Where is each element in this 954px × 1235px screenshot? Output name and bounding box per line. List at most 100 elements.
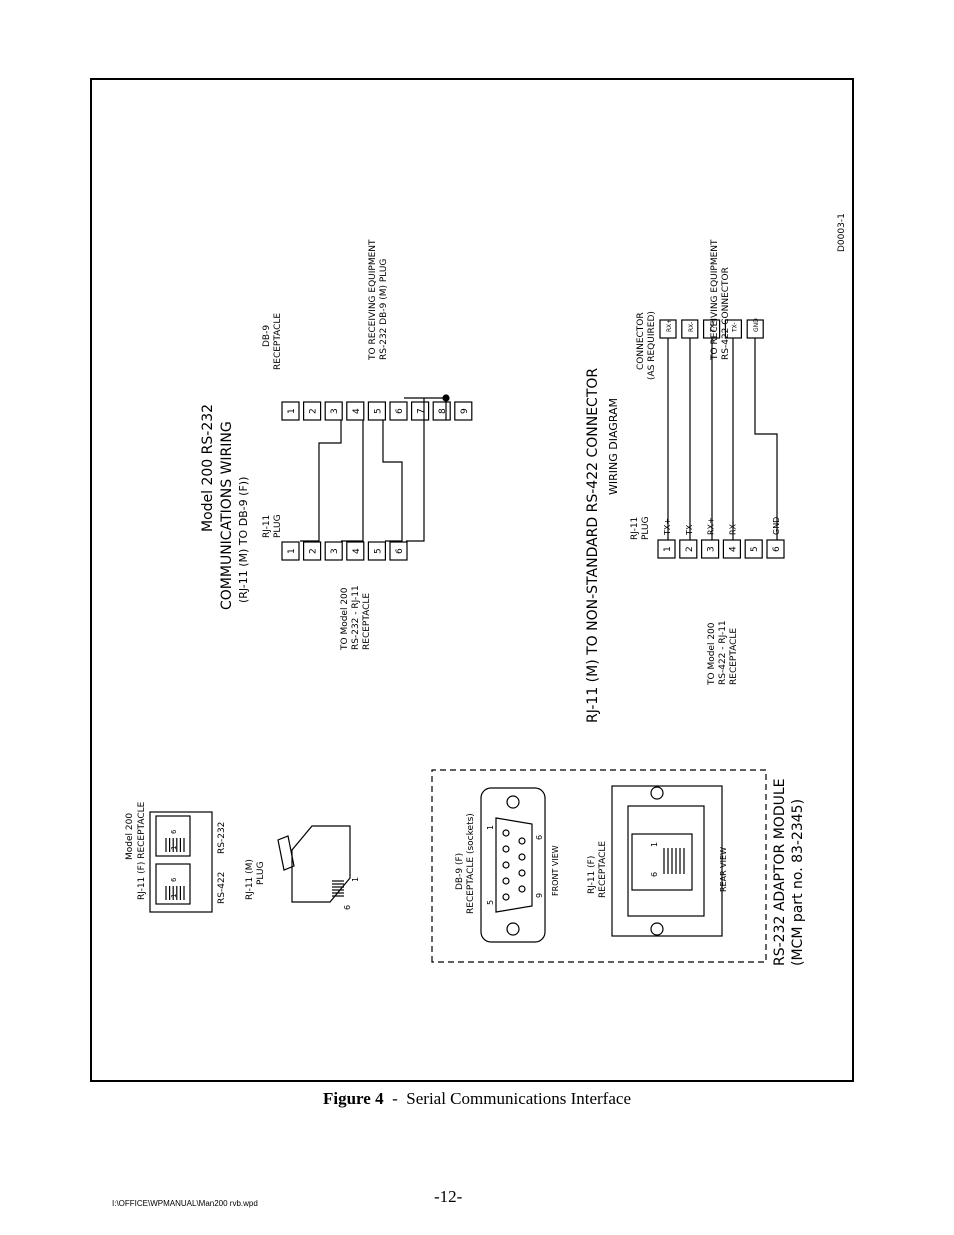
- rs232-rj-pin-5-box: [367, 541, 386, 561]
- db9-shell: [480, 787, 546, 943]
- rs422-rj-pin-2-label: 2: [685, 546, 695, 552]
- rj-module-face: [627, 805, 705, 917]
- rs422-to-equip-2: RS-422 CONNECTOR: [721, 267, 731, 360]
- rs422-wire-gnd: [754, 338, 778, 540]
- rs422-rj-pin-4-label: 4: [728, 546, 738, 552]
- model200-jack-contacts: [165, 838, 185, 900]
- rs232-rj-pin-4-box: [346, 541, 365, 561]
- db9-label-2: RECEPTACLE (sockets): [466, 813, 476, 914]
- rs232-wire-3-3: [341, 420, 364, 542]
- model200-jack-rs422: [155, 863, 191, 905]
- rs422-rj-pin-5-box: [744, 539, 763, 559]
- rj-screw-left: [650, 922, 664, 936]
- db9-front-view: FRONT VIEW: [551, 845, 560, 896]
- db9-pin-5: 5: [486, 900, 495, 905]
- rj-module-shell: [611, 785, 723, 937]
- rs232-title-2: COMMUNICATIONS WIRING: [219, 421, 235, 610]
- model200-jack-rs232-label: RS-232: [217, 822, 227, 854]
- db9-screw-right: [506, 795, 520, 809]
- rs422-rj-pin-5-label: 5: [750, 546, 760, 552]
- rs422-to-equip: TO RECEIVING EQUIPMENT: [710, 239, 720, 361]
- rs232-db-pin-7-box: [411, 401, 430, 421]
- rs232-db-pin-4-label: 4: [352, 408, 362, 414]
- rs422-conn-pin-1-label: RX+: [666, 319, 673, 332]
- rs232-wire-6-8: [406, 398, 425, 542]
- adaptor-title: RS-232 ADAPTOR MODULE: [772, 779, 788, 967]
- rs422-conn-pin-5-label: GND: [753, 318, 760, 332]
- model200-pin-6-left: 6: [170, 877, 178, 882]
- rs232-plug-label-2: PLUG: [273, 514, 283, 538]
- db9-pin-6: 6: [535, 835, 544, 840]
- db9-socket-top: [502, 861, 510, 869]
- rs422-conn-pin-3-label: TX+: [710, 319, 717, 333]
- rs422-title-2: WIRING DIAGRAM: [607, 398, 620, 495]
- figure-caption: Figure 4 - Serial Communications Interfa…: [0, 1089, 954, 1109]
- model200-pin-1-right: 1: [170, 846, 178, 850]
- rs422-to-model-2: RS-422 - RJ-11: [718, 620, 728, 685]
- rs232-junction-dot: [442, 394, 450, 402]
- rs232-title: Model 200 RS-232: [200, 404, 216, 532]
- rs232-db9-label: DB-9: [262, 325, 272, 347]
- rs422-conn-label: CONNECTOR: [636, 312, 646, 370]
- rs232-to-model-3: RECEPTACLE: [362, 593, 372, 650]
- figure-frame: D0003-1 Model 200 RS-232 COMMUNICATIONS …: [90, 78, 854, 1082]
- rs232-wire-2-2: [300, 420, 342, 542]
- rs232-rj-pin-3-box: [324, 541, 343, 561]
- db9-pin-1: 1: [486, 825, 495, 830]
- rs232-db-pin-2-label: 2: [309, 408, 319, 414]
- rj-jack: [631, 833, 693, 891]
- rs422-rj-pin-4-box: [722, 539, 742, 559]
- rs422-rj-pin-3-label: 3: [707, 546, 717, 552]
- rs422-to-model: TO Model 200: [707, 622, 717, 686]
- rs232-rj-pin-1-box: [281, 541, 300, 561]
- db9-socket-bottom: [518, 837, 526, 845]
- model200-pin-6-right: 6: [170, 829, 178, 834]
- db9-pin-9: 9: [535, 893, 544, 898]
- db9-socket-top: [502, 845, 510, 853]
- rs232-rj-pin-5-label: 5: [373, 548, 383, 554]
- rs232-rj-pin-2-label: 2: [309, 548, 319, 554]
- rj-pin-6: 6: [650, 872, 659, 877]
- rj-rear-view: REAR VIEW: [719, 847, 728, 892]
- model200-jack-rs232: [155, 815, 191, 857]
- db9-label: DB-9 (F): [455, 853, 465, 890]
- rs232-rj-pin-1-label: 1: [287, 548, 297, 554]
- rs232-db-pin-6-label: 6: [395, 408, 405, 414]
- rs422-conn-pin-4-label: TX-: [731, 322, 738, 333]
- db9-sockets: [502, 829, 526, 901]
- rs422-conn-label-2: (AS REQUIRED): [647, 311, 657, 380]
- caption-text: Serial Communications Interface: [406, 1089, 631, 1108]
- plug-tab: [277, 835, 295, 871]
- db9-socket-top: [502, 893, 510, 901]
- adaptor-title-2: (MCM part no. 83-2345): [790, 799, 806, 966]
- rs422-rj-pin-6-box: [766, 539, 785, 559]
- plug-contacts: [332, 880, 344, 897]
- rs232-to-equip-2: RS-232 DB-9 (M) PLUG: [379, 259, 389, 360]
- rs232-to-model-2: RS-232 - RJ-11: [351, 585, 361, 650]
- db9-socket-top: [502, 877, 510, 885]
- db9-screw-left: [506, 922, 520, 936]
- rs232-to-model: TO Model 200: [340, 587, 350, 651]
- plug-body: [291, 825, 351, 903]
- rj-label-2: RECEPTACLE: [598, 841, 608, 898]
- plug-pin-6: 6: [343, 905, 352, 910]
- rs232-db-pin-8-label: 8: [438, 408, 448, 414]
- rs422-rj-pin-1-label: 1: [663, 546, 673, 552]
- rj-screw-right: [650, 786, 664, 800]
- rs232-db-pin-1-label: 1: [287, 408, 297, 414]
- rj-pin-1: 1: [650, 842, 659, 847]
- rs422-plug-label-2: PLUG: [641, 516, 651, 540]
- model200-label-2: RJ-11 (F) RECEPTACLE: [137, 801, 147, 900]
- model200-label: Model 200: [125, 813, 135, 860]
- rs232-db-pin-5-box: [367, 401, 386, 421]
- caption-separator: -: [392, 1089, 398, 1108]
- plug-label: RJ-11 (M): [245, 859, 255, 900]
- rs232-db-pin-6-box: [389, 401, 408, 421]
- page-number: -12-: [434, 1187, 463, 1206]
- rs232-db-pin-3-box: [324, 401, 343, 421]
- rs422-rj-pin-2-box: [679, 539, 698, 559]
- model200-pin-1-left: 1: [170, 894, 178, 898]
- rs232-wire-5-5: [382, 420, 403, 542]
- drawing-id: D0003-1: [837, 213, 847, 252]
